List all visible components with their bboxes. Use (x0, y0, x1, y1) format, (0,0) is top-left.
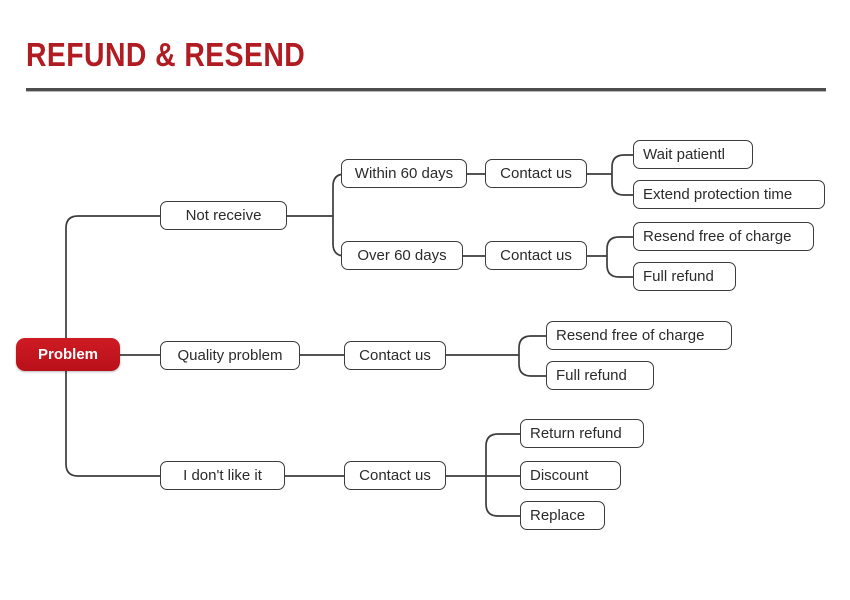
node-quality-problem[interactable]: Quality problem (160, 341, 300, 370)
node-within-60-days[interactable]: Within 60 days (341, 159, 467, 188)
node-over-60-days[interactable]: Over 60 days (341, 241, 463, 270)
title-divider (26, 88, 826, 92)
node-resend-free-of-charge-over-60[interactable]: Resend free of charge (633, 222, 814, 251)
node-return-refund[interactable]: Return refund (520, 419, 644, 448)
node-resend-free-of-charge-quality[interactable]: Resend free of charge (546, 321, 732, 350)
node-contact-us-within-60[interactable]: Contact us (485, 159, 587, 188)
node-contact-us-quality[interactable]: Contact us (344, 341, 446, 370)
node-not-receive[interactable]: Not receive (160, 201, 287, 230)
node-full-refund-over-60[interactable]: Full refund (633, 262, 736, 291)
node-extend-protection-time[interactable]: Extend protection time (633, 180, 825, 209)
node-replace[interactable]: Replace (520, 501, 605, 530)
page-title: REFUND & RESEND (26, 36, 306, 73)
node-contact-us-over-60[interactable]: Contact us (485, 241, 587, 270)
node-discount[interactable]: Discount (520, 461, 621, 490)
node-contact-us-dont-like[interactable]: Contact us (344, 461, 446, 490)
node-problem[interactable]: Problem (16, 338, 120, 371)
node-full-refund-quality[interactable]: Full refund (546, 361, 654, 390)
node-i-dont-like-it[interactable]: I don't like it (160, 461, 285, 490)
node-wait-patiently[interactable]: Wait patientl (633, 140, 753, 169)
